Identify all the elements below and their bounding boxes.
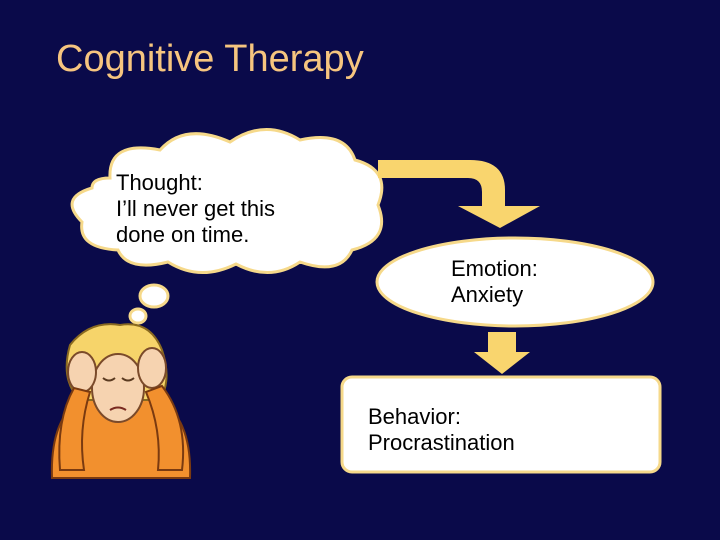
arrow-emotion-to-behavior xyxy=(474,332,530,374)
behavior-line: Behavior: xyxy=(368,404,461,429)
thought-line: Thought: xyxy=(116,170,203,195)
thought-line: I’ll never get this xyxy=(116,196,275,221)
emotion-line: Anxiety xyxy=(451,282,524,307)
thought-cloud xyxy=(70,128,384,274)
thought-text: Thought: I’ll never get this done on tim… xyxy=(116,170,275,248)
behavior-box xyxy=(340,375,662,474)
thought-line: done on time. xyxy=(116,222,250,247)
emotion-text: Emotion: Anxiety xyxy=(451,256,538,308)
behavior-text: Behavior: Procrastination xyxy=(368,404,515,456)
stressed-person-icon xyxy=(50,323,192,479)
arrow-thought-to-emotion xyxy=(378,160,540,228)
emotion-ellipse xyxy=(375,236,655,328)
behavior-line: Procrastination xyxy=(368,430,515,455)
slide-title: Cognitive Therapy xyxy=(56,38,364,80)
emotion-line: Emotion: xyxy=(451,256,538,281)
